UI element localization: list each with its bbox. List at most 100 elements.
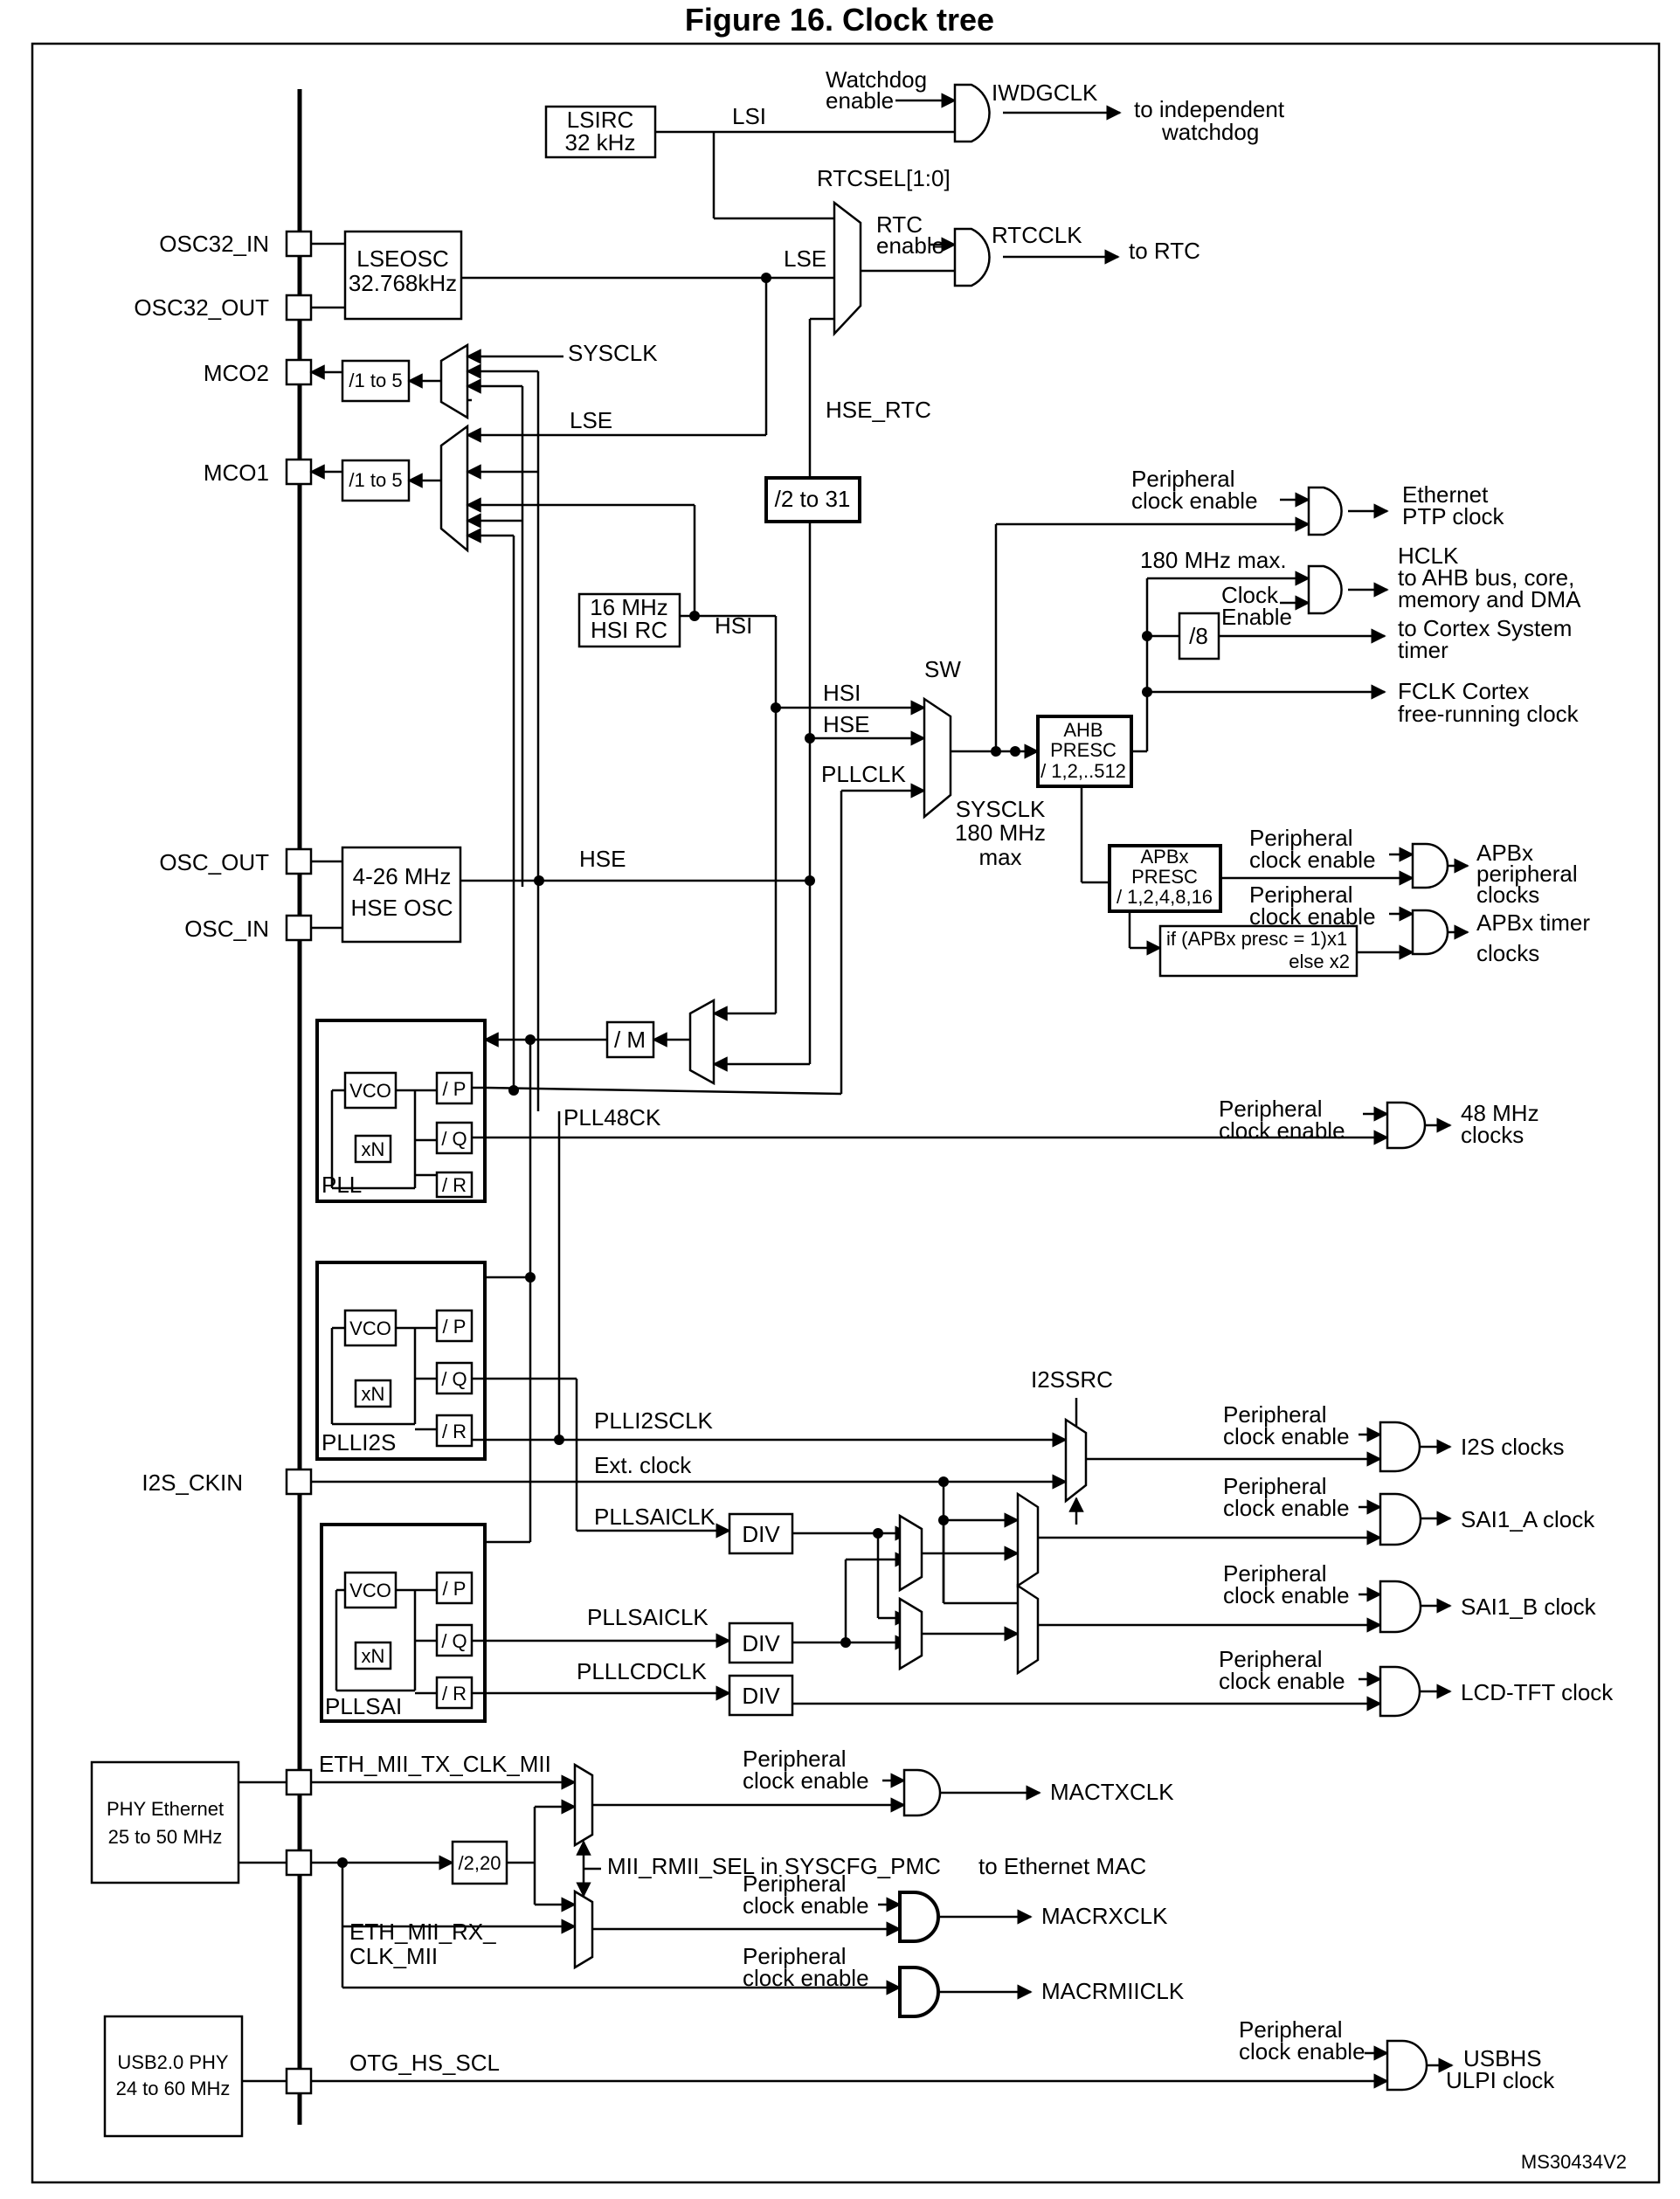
eth-tx-clk-label: ETH_MII_TX_CLK_MII xyxy=(319,1751,551,1777)
svg-text:/ R: / R xyxy=(442,1421,467,1442)
pllclk-label: PLLCLK xyxy=(821,761,906,787)
sysclk-out-label: SYSCLK xyxy=(956,796,1046,822)
ahb-presc-label: AHB xyxy=(1063,719,1103,741)
macrmii-label: MACRMIICLK xyxy=(1041,1978,1185,2004)
macrx-periph-enable: Peripheral xyxy=(743,1871,847,1897)
hsi-sw-label: HSI xyxy=(823,680,861,706)
mco2-div-label: /1 to 5 xyxy=(349,370,402,391)
svg-text:clocks: clocks xyxy=(1476,882,1539,908)
svg-text:/ 1,2,..512: / 1,2,..512 xyxy=(1040,760,1126,782)
hclk-and-gate xyxy=(1307,564,1343,615)
otg-hs-scl-label: OTG_HS_SCL xyxy=(349,2050,500,2076)
eth-rx-clk-label: ETH_MII_RX_ xyxy=(349,1919,496,1945)
plli2sclk-label: PLLI2SCLK xyxy=(594,1407,714,1434)
pllsaiclk-a-label: PLLSAICLK xyxy=(594,1504,716,1530)
mco2-mux xyxy=(439,342,469,420)
eth-tx-pin xyxy=(285,1768,313,1796)
apb-timer-mult-box xyxy=(1158,924,1359,978)
to-rtc-label: to RTC xyxy=(1129,238,1200,264)
lsi-label: LSI xyxy=(732,103,766,129)
svg-text:clock enable: clock enable xyxy=(1219,1117,1345,1144)
hsirc-freq: 16 MHz xyxy=(590,594,668,620)
sai-b-and-gate xyxy=(1379,1580,1422,1634)
pll48ck-label: PLL48CK xyxy=(563,1104,661,1131)
svg-text:PTP clock: PTP clock xyxy=(1402,503,1505,529)
pllsai-label: PLLSAI xyxy=(325,1693,402,1719)
figure-title: Figure 16. Clock tree xyxy=(685,2,994,38)
macrmii-and-gate xyxy=(898,1966,940,2018)
mco2-sysclk-label: SYSCLK xyxy=(568,340,658,366)
plli2s-r xyxy=(435,1414,474,1448)
ext-clock-label: Ext. clock xyxy=(594,1452,692,1478)
eth-ptp-label: Ethernet xyxy=(1402,481,1489,508)
osc32-in-label: OSC32_IN xyxy=(159,231,269,257)
lseosc-box xyxy=(343,230,463,321)
svg-text:clocks: clocks xyxy=(1476,940,1539,966)
fclk-label: FCLK Cortex xyxy=(1398,678,1529,704)
i2s-clocks-label: I2S clocks xyxy=(1461,1434,1565,1460)
svg-text:180 MHz: 180 MHz xyxy=(955,819,1046,846)
hsirc-box xyxy=(577,592,681,648)
svg-text:ULPI clock: ULPI clock xyxy=(1446,2067,1555,2093)
svg-text:/ P: / P xyxy=(443,1578,467,1600)
pll-box xyxy=(315,1019,487,1203)
rtc-enable-label: RTC xyxy=(876,211,923,238)
osc-out-pin xyxy=(285,847,313,875)
usbhs-label: USBHS xyxy=(1463,2045,1542,2071)
svg-text:25 to 50 MHz: 25 to 50 MHz xyxy=(108,1826,223,1848)
svg-text:clock enable: clock enable xyxy=(1249,847,1376,873)
apb-presc-label: APBx xyxy=(1140,846,1188,868)
pllsai-xn xyxy=(354,1641,392,1670)
svg-text:/ Q: / Q xyxy=(441,1368,467,1390)
macrx-label: MACRXCLK xyxy=(1041,1903,1168,1929)
clk48-label: 48 MHz xyxy=(1461,1100,1539,1126)
plli2s-label: PLLI2S xyxy=(321,1429,396,1456)
osc32-out-pin xyxy=(285,294,313,322)
svg-text:CLK_MII: CLK_MII xyxy=(349,1943,438,1969)
usb-and-gate xyxy=(1386,2039,1428,2092)
svg-text:clock enable: clock enable xyxy=(743,1892,869,1919)
osc-in-pin xyxy=(285,914,313,942)
apb-periph-and-gate xyxy=(1411,842,1449,889)
pll-xn xyxy=(354,1134,392,1164)
lcd-periph-enable: Peripheral xyxy=(1219,1646,1323,1672)
ptp-periph-enable: Peripheral xyxy=(1131,466,1235,492)
osc-in-label: OSC_IN xyxy=(184,916,269,942)
svg-text:VCO: VCO xyxy=(349,1080,391,1102)
lcd-and-gate xyxy=(1379,1665,1421,1718)
svg-text:DIV: DIV xyxy=(742,1683,780,1709)
eth-rx-pin xyxy=(285,1849,313,1877)
svg-text:xN: xN xyxy=(362,1383,385,1405)
svg-text:clock enable: clock enable xyxy=(1223,1423,1350,1449)
i2ssrc-mux xyxy=(1064,1417,1088,1504)
macrx-and-gate xyxy=(898,1891,940,1943)
i2ssrc-label: I2SSRC xyxy=(1031,1366,1113,1393)
osc32-out-label: OSC32_OUT xyxy=(134,294,269,321)
iwdgclk-label: IWDGCLK xyxy=(992,80,1098,106)
ptp-and-gate xyxy=(1307,486,1343,536)
sai-a-label: SAI1_A clock xyxy=(1461,1506,1595,1532)
pllsai-p xyxy=(435,1571,474,1605)
div-sai-b xyxy=(728,1622,794,1664)
doc-id: MS30434V2 xyxy=(1521,2151,1627,2173)
usb-phy-box xyxy=(103,2015,244,2138)
svg-text:clocks: clocks xyxy=(1461,1122,1524,1148)
svg-text:clock enable: clock enable xyxy=(1239,2038,1365,2064)
hse-sw-label: HSE xyxy=(823,711,869,737)
hsi-label: HSI xyxy=(715,612,752,639)
svg-text:/ R: / R xyxy=(442,1683,467,1705)
eth-tx-mux xyxy=(573,1762,594,1848)
sai-a-and-gate xyxy=(1379,1492,1422,1546)
clk48-periph-enable: Peripheral xyxy=(1219,1096,1323,1122)
macrmii-periph-enable: Peripheral xyxy=(743,1943,847,1969)
div-2-20-label: /2,20 xyxy=(459,1852,501,1874)
lseosc-freq: 32.768kHz xyxy=(349,270,457,296)
hse-rtc-label: HSE_RTC xyxy=(826,397,931,423)
rtc-and-gate xyxy=(953,227,991,287)
iwdg-and-gate xyxy=(953,83,991,143)
pll-q xyxy=(435,1121,474,1155)
svg-text:clock enable: clock enable xyxy=(743,1767,869,1794)
pll-r xyxy=(435,1171,474,1199)
lcd-label: LCD-TFT clock xyxy=(1461,1679,1614,1705)
